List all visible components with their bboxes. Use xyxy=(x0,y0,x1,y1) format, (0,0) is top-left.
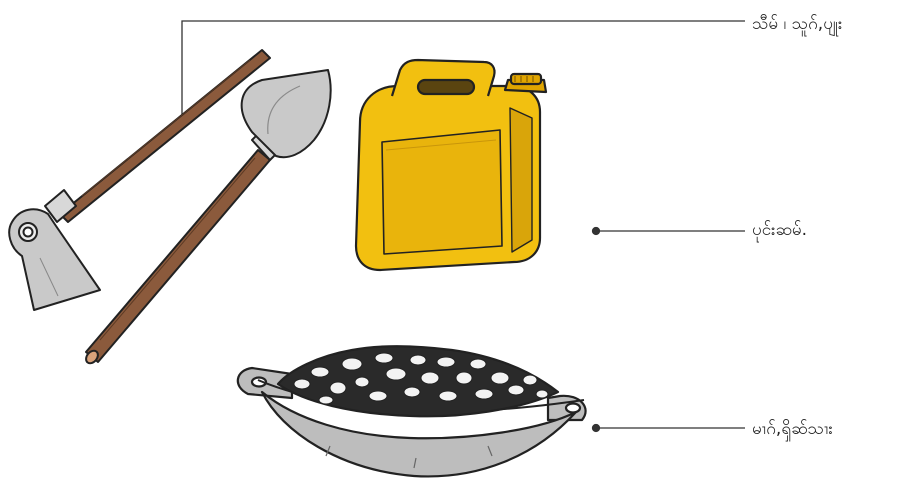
label-gravel: မၢဂ်,ၡိဆ်သၢး xyxy=(752,419,833,439)
leader-line-jerrycan xyxy=(593,228,746,235)
hoe-icon xyxy=(9,50,270,310)
leader-line-gravel xyxy=(593,425,746,432)
label-jerrycan: ပုင်းဆမ်. xyxy=(752,220,807,240)
label-tools: သီမ် ၊ သူဂ်,ပျုး xyxy=(752,14,842,34)
gravel-pan-icon xyxy=(238,346,586,476)
shovel-icon xyxy=(84,70,331,366)
jerrycan-icon xyxy=(356,60,546,270)
